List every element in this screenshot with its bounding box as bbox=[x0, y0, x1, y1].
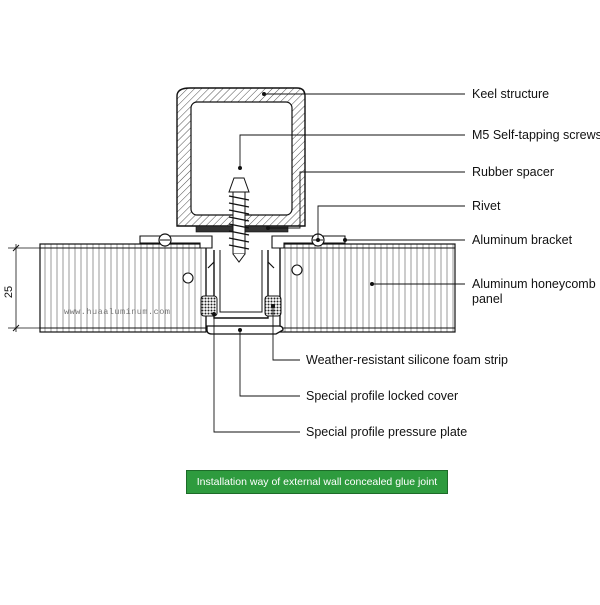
label-rivet: Rivet bbox=[472, 199, 501, 213]
leader-lines bbox=[213, 93, 465, 433]
dimension-value: 25 bbox=[3, 286, 15, 298]
honeycomb-panel-left bbox=[39, 243, 207, 333]
label-aluminum-bracket: Aluminum bracket bbox=[472, 233, 573, 247]
aluminum-bracket bbox=[139, 235, 346, 330]
label-rubber-spacer: Rubber spacer bbox=[472, 165, 554, 179]
label-honeycomb-panel-line2: panel bbox=[472, 292, 503, 306]
keel-structure bbox=[176, 87, 306, 227]
self-tapping-screw bbox=[228, 177, 250, 263]
leader-dots bbox=[212, 92, 374, 332]
honeycomb-panel-right bbox=[279, 243, 456, 333]
dimension-line bbox=[8, 244, 40, 332]
label-locked-cover: Special profile locked cover bbox=[306, 389, 458, 403]
label-silicone-foam-strip: Weather-resistant silicone foam strip bbox=[306, 353, 508, 367]
label-honeycomb-panel-line1: Aluminum honeycomb bbox=[472, 277, 596, 291]
label-keel-structure: Keel structure bbox=[472, 87, 549, 101]
caption-banner: Installation way of external wall concea… bbox=[186, 470, 448, 494]
locked-cover bbox=[206, 325, 284, 335]
pressure-plate bbox=[207, 250, 275, 319]
watermark: www.huaaluminum.com bbox=[64, 307, 170, 317]
label-self-tapping-screws: M5 Self-tapping screws bbox=[472, 128, 600, 142]
label-pressure-plate: Special profile pressure plate bbox=[306, 425, 467, 439]
